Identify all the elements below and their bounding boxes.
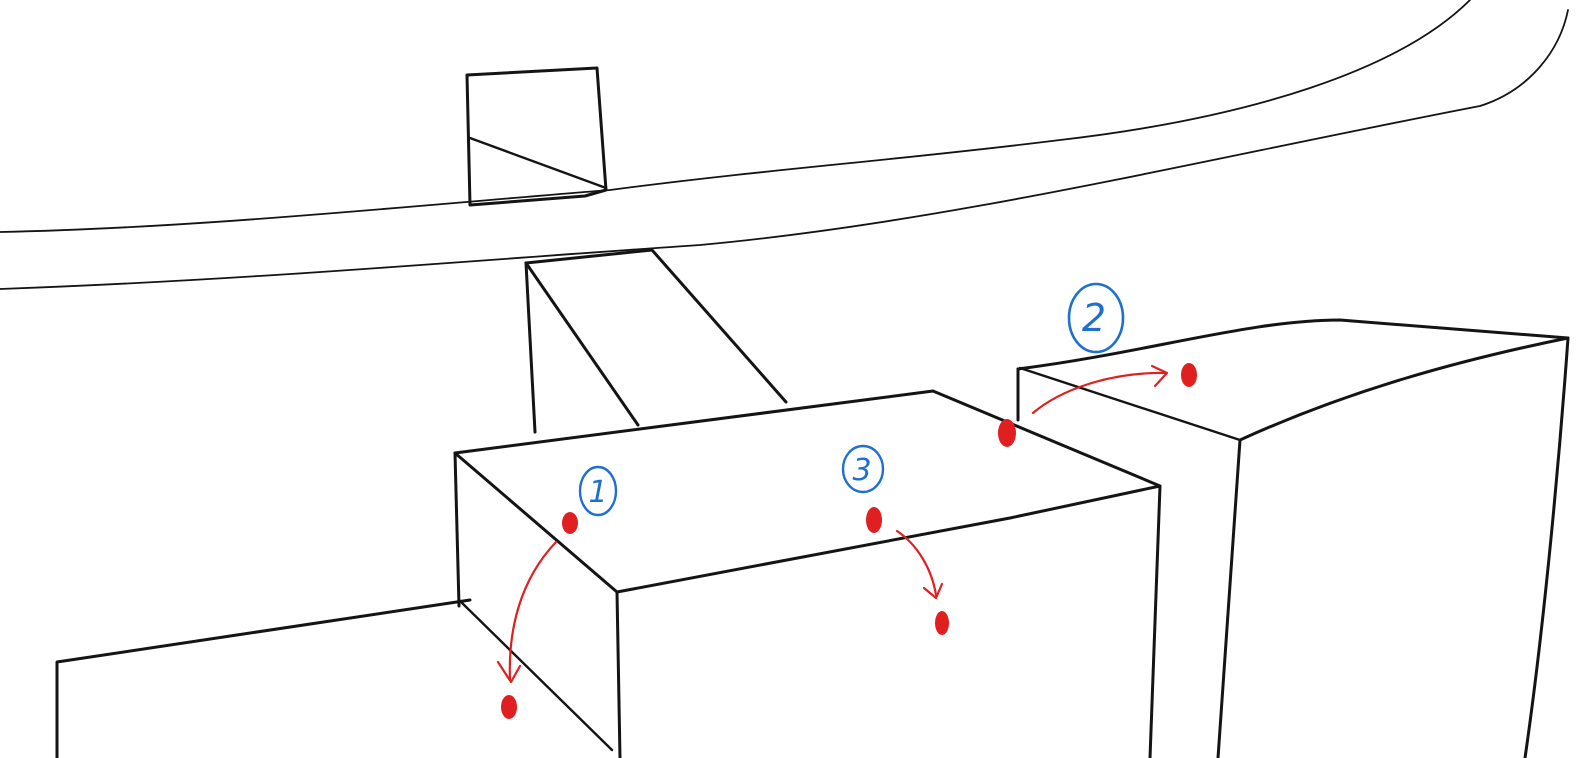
end-point-2 bbox=[1181, 363, 1197, 387]
upper-ledge-line bbox=[0, 0, 1471, 233]
end-point-1 bbox=[501, 695, 517, 719]
marker-1: 1 bbox=[578, 465, 618, 517]
start-point-3 bbox=[866, 507, 882, 533]
end-point-3 bbox=[935, 611, 949, 635]
svg-text:1: 1 bbox=[588, 475, 607, 510]
svg-text:2: 2 bbox=[1082, 296, 1106, 340]
jump-path-1 bbox=[496, 512, 578, 719]
jump-path-2 bbox=[998, 363, 1197, 447]
marker-3: 3 bbox=[841, 444, 885, 494]
start-point-2 bbox=[998, 419, 1016, 447]
jump-path-3 bbox=[866, 507, 949, 635]
ramp bbox=[524, 248, 788, 434]
svg-text:3: 3 bbox=[852, 453, 871, 488]
right-block bbox=[1016, 318, 1570, 758]
low-block-left bbox=[55, 598, 472, 758]
small-box bbox=[465, 66, 608, 207]
start-point-1 bbox=[562, 512, 578, 534]
wall-top-line bbox=[0, 9, 1569, 290]
middle-block bbox=[453, 389, 1162, 758]
marker-2: 2 bbox=[1067, 282, 1125, 354]
